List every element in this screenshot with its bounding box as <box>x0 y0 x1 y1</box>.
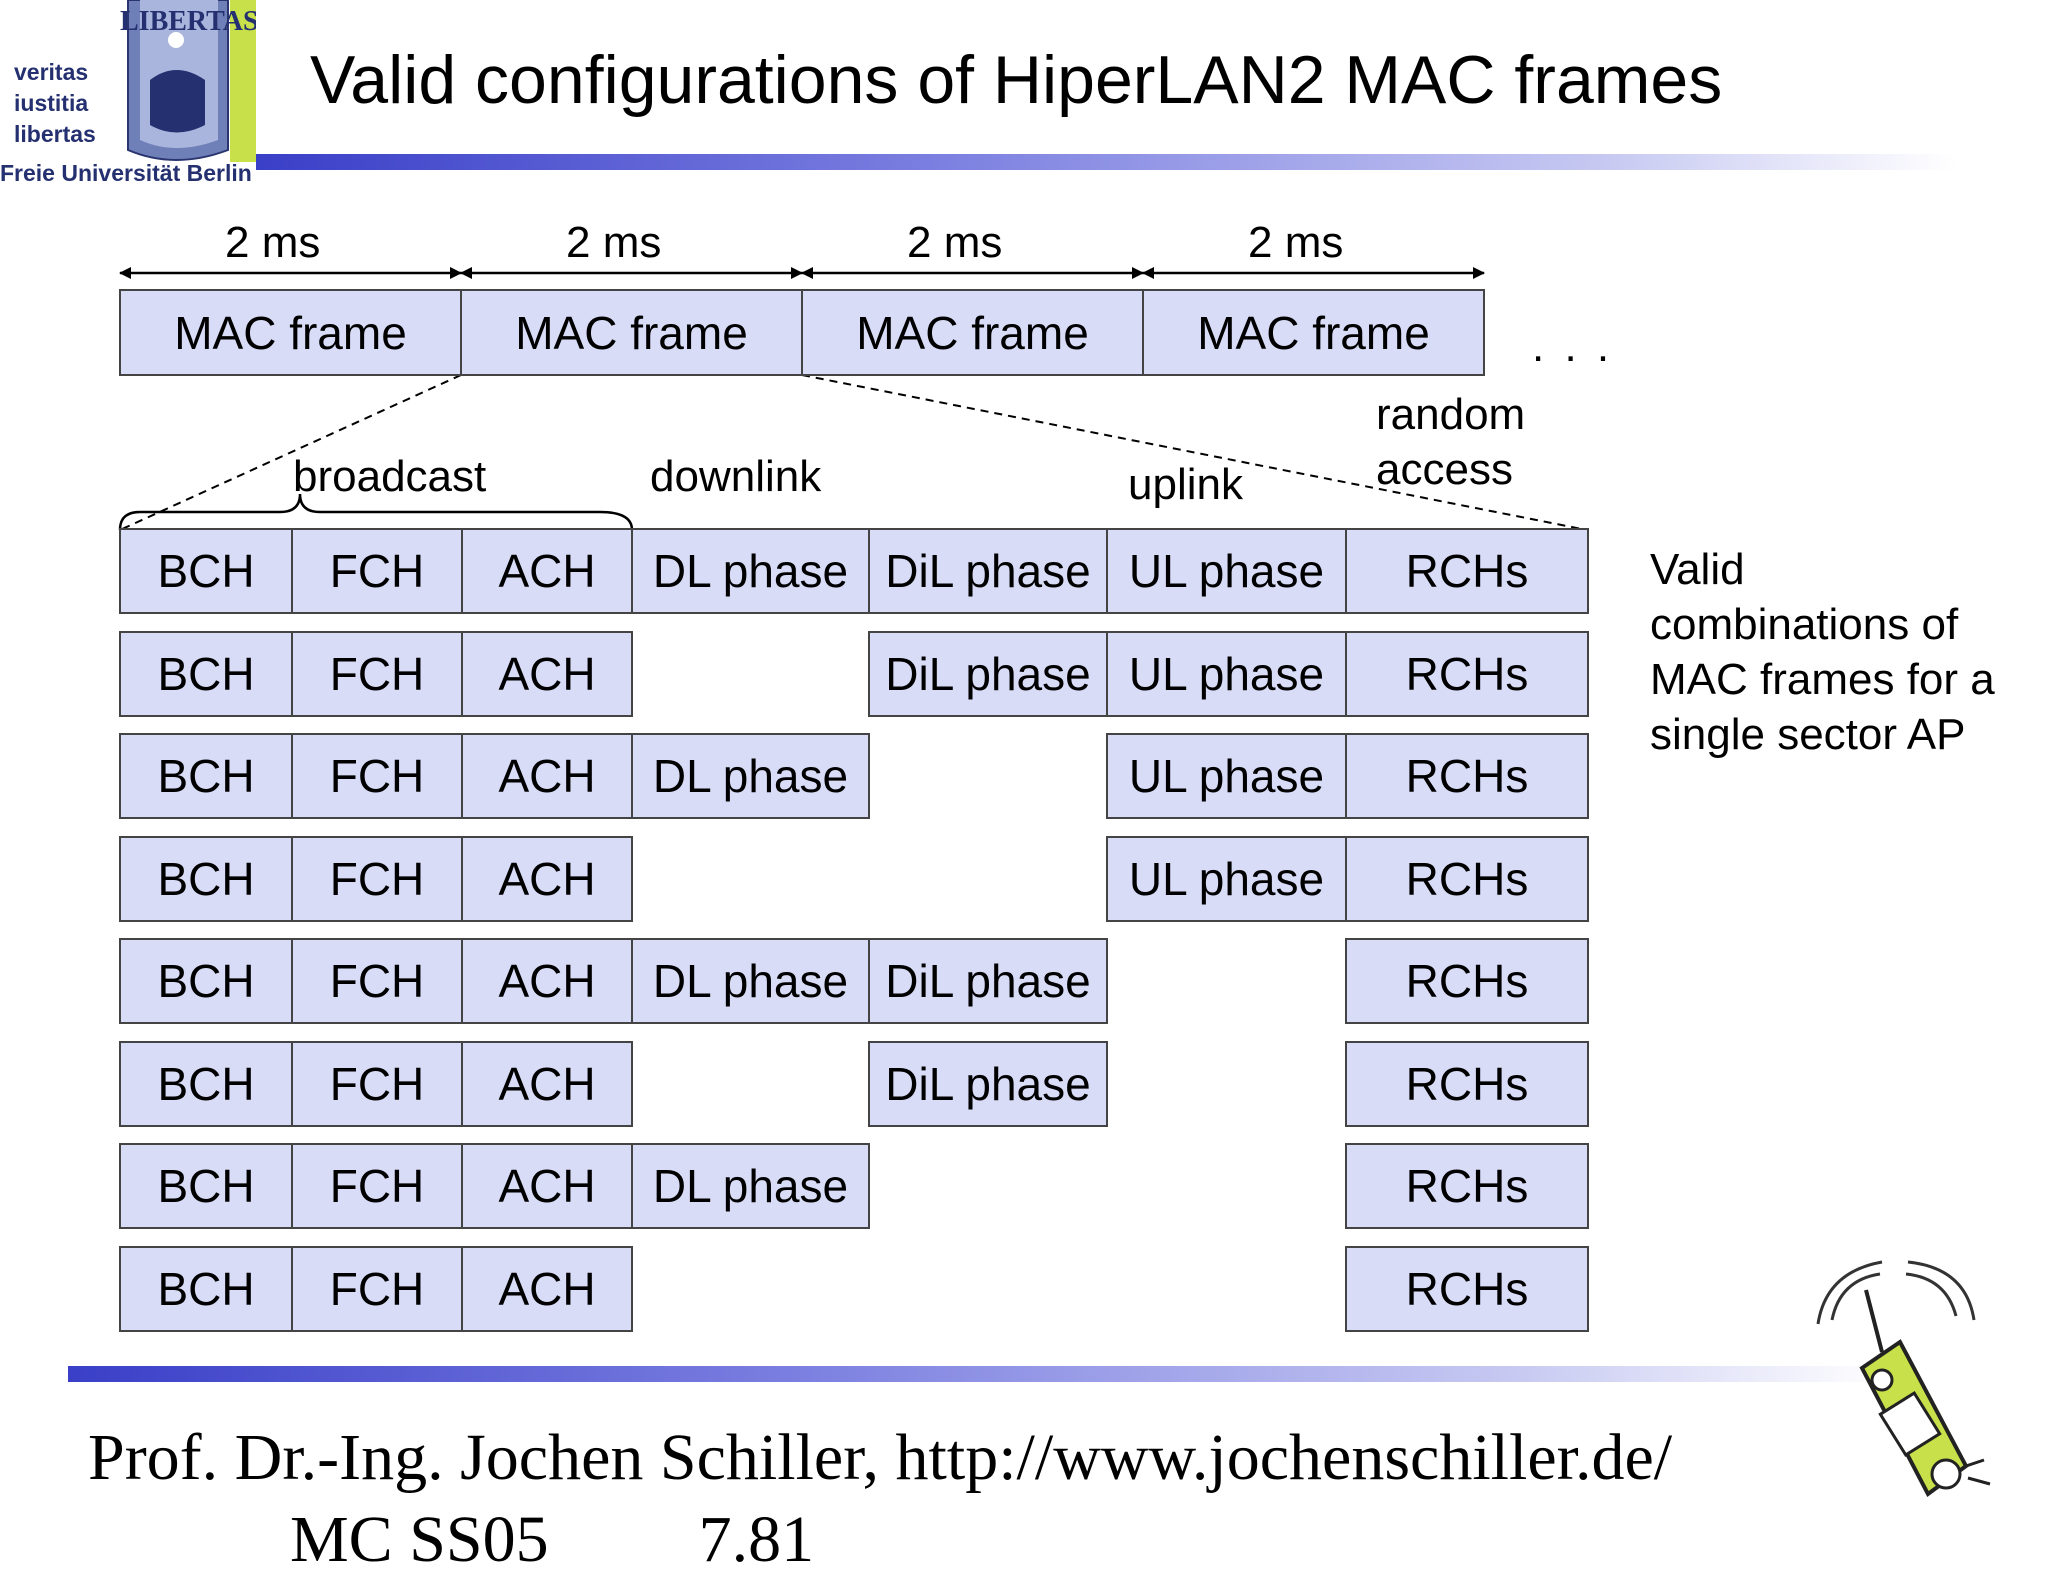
cell-rchs: RCHs <box>1345 938 1589 1024</box>
duration-label-1: 2 ms <box>225 218 321 267</box>
cell-bch: BCH <box>119 1245 293 1332</box>
cell-dil-phase: DiL phase <box>868 528 1108 614</box>
logo-university: Freie Universität Berlin <box>0 160 252 186</box>
random-access-label-2: access <box>1376 445 1513 494</box>
duration-label-2: 2 ms <box>566 218 662 267</box>
cell-fch: FCH <box>291 1040 463 1127</box>
cell-ach: ACH <box>461 528 633 614</box>
cell-ach: ACH <box>461 1143 633 1229</box>
cell-bch: BCH <box>119 630 293 717</box>
cell-ul-phase: UL phase <box>1106 630 1347 717</box>
mobile-phone-icon <box>1816 1260 1991 1497</box>
cell-rchs: RCHs <box>1345 733 1589 819</box>
footer-divider <box>68 1366 1888 1382</box>
duration-label-3: 2 ms <box>907 218 1003 267</box>
cell-dl-phase: DL phase <box>631 1143 870 1229</box>
cell-ul-phase: UL phase <box>1106 835 1347 922</box>
cell-rchs: RCHs <box>1345 1040 1589 1127</box>
course-label: MC SS05 <box>290 1503 549 1576</box>
cell-fch: FCH <box>291 835 463 922</box>
cell-rchs: RCHs <box>1345 1143 1589 1229</box>
cell-ach: ACH <box>461 733 633 819</box>
logo-motto-2: iustitia <box>14 90 88 116</box>
cell-bch: BCH <box>119 938 293 1024</box>
slide-title: Valid configurations of HiperLAN2 MAC fr… <box>310 42 1723 118</box>
zoom-line-right <box>801 374 1588 531</box>
downlink-label: downlink <box>650 452 822 501</box>
cell-fch: FCH <box>291 733 463 819</box>
cell-fch: FCH <box>291 938 463 1024</box>
cell-rchs: RCHs <box>1345 528 1589 614</box>
mac-frame-1: MAC frame <box>119 289 462 376</box>
title-divider <box>256 154 1956 170</box>
cell-ach: ACH <box>461 1245 633 1332</box>
cell-dil-phase: DiL phase <box>868 1040 1108 1127</box>
mac-frame-4: MAC frame <box>1142 289 1485 376</box>
cell-dl-phase: DL phase <box>631 938 870 1024</box>
cell-fch: FCH <box>291 1245 463 1332</box>
cell-rchs: RCHs <box>1345 630 1589 717</box>
cell-bch: BCH <box>119 528 293 614</box>
footer-meta: MC SS05 7.81 <box>290 1500 814 1580</box>
cell-fch: FCH <box>291 1143 463 1229</box>
cell-dl-phase: DL phase <box>631 733 870 819</box>
cell-dl-phase: DL phase <box>631 528 870 614</box>
cell-ul-phase: UL phase <box>1106 528 1347 614</box>
cell-bch: BCH <box>119 1040 293 1127</box>
cell-fch: FCH <box>291 528 463 614</box>
mac-frame-2: MAC frame <box>460 289 803 376</box>
broadcast-brace <box>118 493 634 531</box>
random-access-label-1: random <box>1376 390 1526 439</box>
zoom-line-left <box>119 374 462 531</box>
broadcast-label: broadcast <box>293 452 487 501</box>
duration-label-4: 2 ms <box>1248 218 1344 267</box>
cell-bch: BCH <box>119 1143 293 1229</box>
slide-number: 7.81 <box>698 1503 815 1576</box>
cell-rchs: RCHs <box>1345 1245 1589 1332</box>
cell-dil-phase: DiL phase <box>868 938 1108 1024</box>
cell-ach: ACH <box>461 1040 633 1127</box>
uplink-label: uplink <box>1128 460 1243 509</box>
continuation-dots: . . . <box>1532 322 1614 371</box>
cell-ach: ACH <box>461 835 633 922</box>
cell-fch: FCH <box>291 630 463 717</box>
mac-frame-3: MAC frame <box>801 289 1144 376</box>
zoom-lines <box>119 374 1588 531</box>
cell-bch: BCH <box>119 835 293 922</box>
cell-ach: ACH <box>461 630 633 717</box>
cell-rchs: RCHs <box>1345 835 1589 922</box>
cell-ach: ACH <box>461 938 633 1024</box>
side-note: Valid combinations of MAC frames for a s… <box>1650 545 1995 759</box>
logo-motto-3: libertas <box>14 121 96 147</box>
logo-motto-1: veritas <box>14 59 88 85</box>
diagram-lines <box>118 267 1588 531</box>
university-logo: LIBERTAS veritas iustitia libertas Freie… <box>0 0 256 186</box>
cell-bch: BCH <box>119 733 293 819</box>
footer-author: Prof. Dr.-Ing. Jochen Schiller, http://w… <box>88 1421 1673 1494</box>
logo-seal-text: LIBERTAS <box>120 6 256 37</box>
cell-dil-phase: DiL phase <box>868 630 1108 717</box>
cell-ul-phase: UL phase <box>1106 733 1347 819</box>
